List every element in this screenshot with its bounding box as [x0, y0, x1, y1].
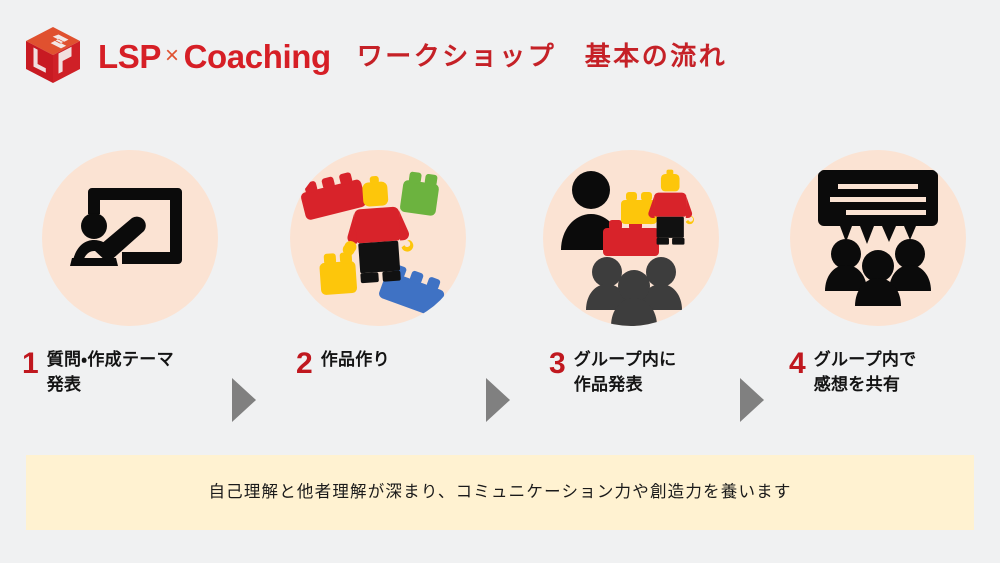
workshop-flow-steps: [0, 150, 1000, 422]
step-3-label: 3 グループ内に 作品発表: [549, 348, 676, 397]
step-3-circle: [543, 150, 719, 326]
step-2-label: 2 作品作り: [296, 348, 390, 379]
wordmark-coaching: Coaching: [183, 37, 332, 75]
step-3-number: 3: [549, 347, 566, 380]
step-4-number: 4: [789, 347, 806, 380]
presenting-model-to-group-icon: [543, 150, 719, 326]
step-1-number: 1: [22, 347, 39, 380]
step-3-text: グループ内に 作品発表: [574, 348, 677, 397]
speech-bubble-group-icon: [790, 150, 966, 326]
step-1-label: 1 質問・作成テーマ 発表: [22, 348, 174, 397]
lsp-cube-logo-icon: [22, 25, 84, 87]
step-4-circle: [790, 150, 966, 326]
arrow-1-2: [232, 378, 256, 422]
step-2-text: 作品作り: [321, 348, 390, 373]
step-3-line1: グループ内に: [573, 350, 677, 369]
step-1: [34, 150, 254, 326]
step-2-number: 2: [296, 347, 313, 380]
page-title: ワークショップ 基本の流れ: [356, 41, 728, 71]
lego-bricks-minifigure-icon: [290, 150, 466, 326]
step-4: [782, 150, 1000, 326]
step-4-label: 4 グループ内で 感想を共有: [789, 348, 916, 397]
wordmark-lsp: LSP: [98, 37, 161, 75]
step-2-circle: [290, 150, 466, 326]
step-2: [282, 150, 502, 326]
step-3: [535, 150, 755, 326]
step-1-text: 質問・作成テーマ 発表: [47, 348, 174, 397]
step-3-line2: 作品発表: [573, 374, 643, 394]
summary-banner-text: 自己理解と他者理解が深まり、コミュニケーション力や創造力を養います: [208, 483, 792, 502]
brand-wordmark: LSP × Coaching: [98, 40, 331, 73]
arrow-2-3: [486, 378, 510, 422]
step-1-line1: 質問・作成テーマ: [46, 350, 174, 369]
arrow-3-4: [740, 378, 764, 422]
wordmark-multiply-icon: ×: [164, 42, 179, 69]
page-header: LSP × Coaching ワークショップ 基本の流れ: [22, 24, 727, 88]
step-1-line2: 発表: [46, 374, 82, 394]
step-4-line1: グループ内で: [813, 350, 917, 369]
step-2-line1: 作品作り: [320, 350, 390, 369]
step-4-line2: 感想を共有: [813, 374, 901, 394]
step-1-circle: [42, 150, 218, 326]
step-4-text: グループ内で 感想を共有: [814, 348, 917, 397]
summary-banner: 自己理解と他者理解が深まり、コミュニケーション力や創造力を養います: [26, 455, 974, 530]
presenter-whiteboard-icon: [42, 150, 218, 326]
